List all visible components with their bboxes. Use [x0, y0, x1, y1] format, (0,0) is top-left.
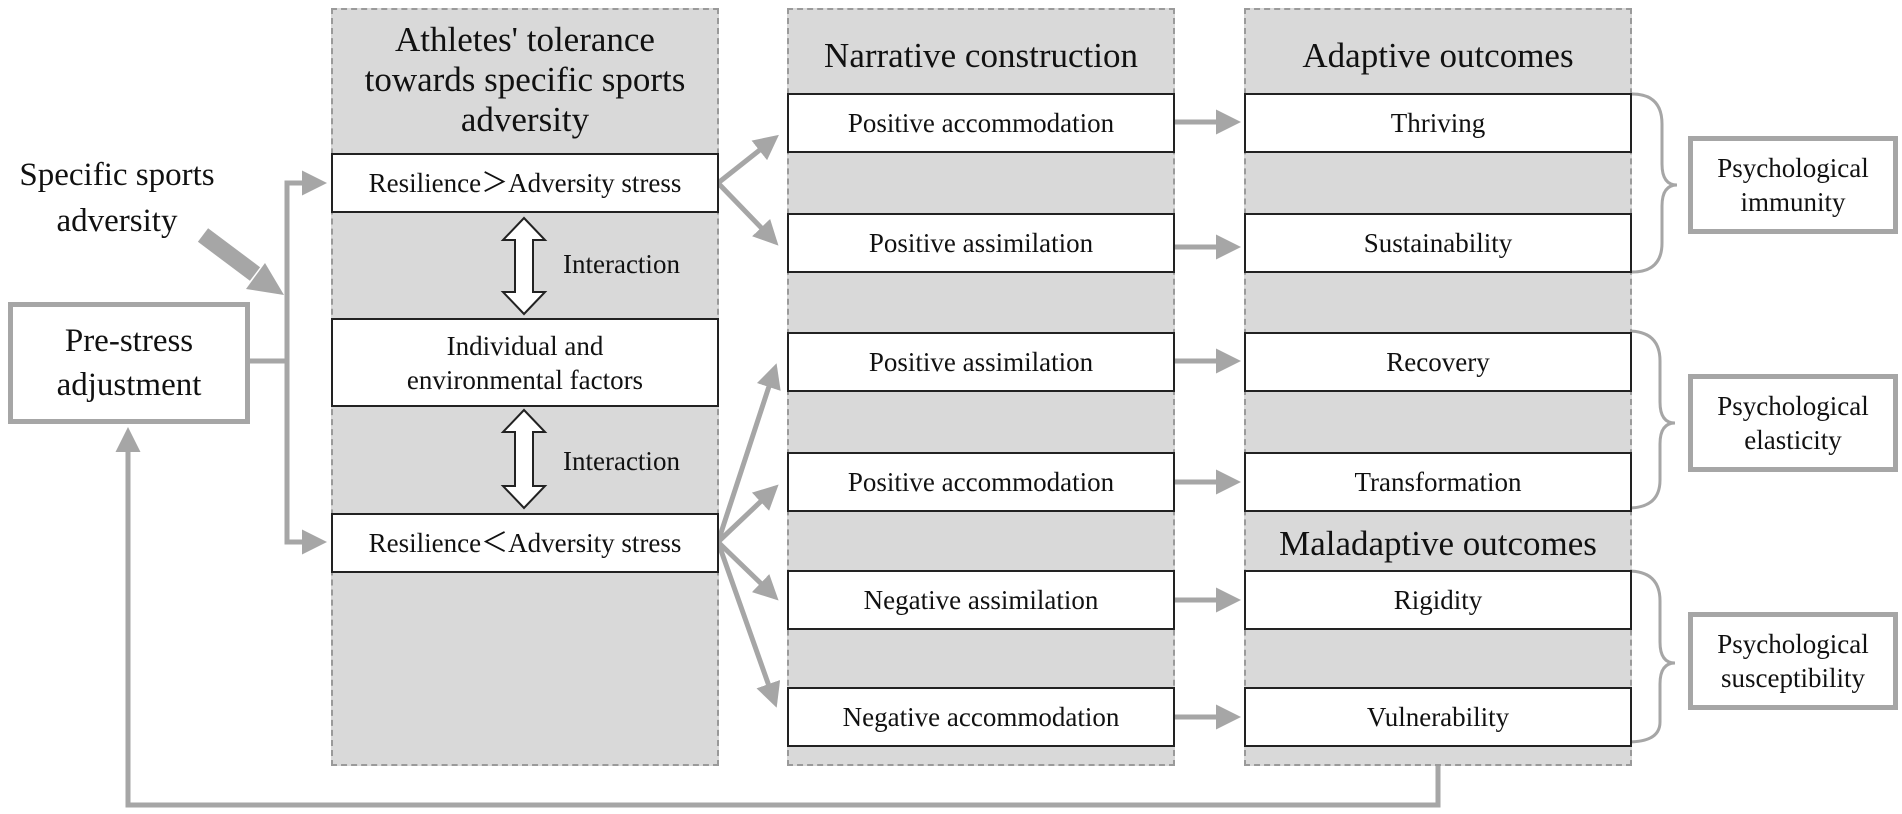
resilience-low-label: Resilience＜Adversity stress — [368, 528, 682, 558]
arrow-high-to-accommodation — [716, 134, 779, 185]
outcome-label: Transformation — [1354, 467, 1522, 497]
narrative-box-3: Positive assimilation — [787, 332, 1175, 392]
group-box-immunity: Psychological immunity — [1688, 136, 1898, 234]
pre-stress-label: Pre-stress adjustment — [56, 323, 202, 403]
tolerance-title: Athletes' tolerance towards specific spo… — [364, 20, 686, 139]
adversity-label: Specific sports adversity — [19, 157, 215, 239]
brace-immunity — [1631, 92, 1678, 274]
narrative-box-1: Positive accommodation — [787, 93, 1175, 153]
narrative-label: Positive accommodation — [847, 467, 1115, 497]
outcome-box-rigidity: Rigidity — [1244, 570, 1632, 630]
connector-pre-stress-low — [284, 361, 327, 555]
interaction-arrow-bottom — [500, 408, 548, 510]
adversity-arrow — [197, 228, 284, 295]
adaptive-outcomes-title: Adaptive outcomes — [1302, 36, 1574, 75]
arrow-low-to-neg-accommodation — [715, 541, 781, 708]
arrow-low-to-neg-assimilation — [716, 540, 779, 601]
narrative-label: Negative accommodation — [842, 702, 1120, 732]
group-label: Psychological elasticity — [1717, 391, 1869, 455]
maladaptive-outcomes-title: Maladaptive outcomes — [1279, 524, 1597, 563]
narrative-box-4: Positive accommodation — [787, 452, 1175, 512]
group-label: Psychological susceptibility — [1717, 629, 1869, 693]
resilience-low-box: Resilience＜Adversity stress — [331, 513, 719, 573]
group-box-elasticity: Psychological elasticity — [1688, 374, 1898, 472]
factors-box: Individual and environmental factors — [331, 318, 719, 407]
outcome-box-recovery: Recovery — [1244, 332, 1632, 392]
outcome-label: Sustainability — [1363, 228, 1513, 258]
outcome-box-vulnerability: Vulnerability — [1244, 687, 1632, 747]
narrative-label: Positive assimilation — [868, 228, 1094, 258]
outcome-box-thriving: Thriving — [1244, 93, 1632, 153]
interaction-label-top: Interaction — [563, 249, 680, 279]
resilience-high-label: Resilience＞Adversity stress — [368, 168, 682, 198]
arrow-low-to-pos-accommodation — [716, 484, 779, 544]
brace-elasticity — [1627, 329, 1676, 510]
arrow-low-to-pos-assimilation — [715, 363, 781, 543]
narrative-box-6: Negative accommodation — [787, 687, 1175, 747]
connector-pre-stress-fork — [250, 170, 327, 364]
narrative-label: Negative assimilation — [863, 585, 1099, 615]
outcome-label: Thriving — [1390, 108, 1486, 138]
narrative-label: Positive assimilation — [868, 347, 1094, 377]
group-label: Psychological immunity — [1717, 153, 1869, 217]
outcome-label: Recovery — [1386, 347, 1490, 377]
arrow-high-to-assimilation — [716, 181, 779, 246]
outcome-label: Vulnerability — [1366, 702, 1510, 732]
narrative-box-2: Positive assimilation — [787, 213, 1175, 273]
interaction-label-bottom: Interaction — [563, 446, 680, 476]
feedback-loop-arrow — [115, 427, 1441, 808]
outcome-box-transformation: Transformation — [1244, 452, 1632, 512]
narrative-title: Narrative construction — [824, 36, 1138, 75]
narrative-label: Positive accommodation — [847, 108, 1115, 138]
group-box-susceptibility: Psychological susceptibility — [1688, 612, 1898, 710]
brace-susceptibility — [1627, 569, 1676, 744]
interaction-arrow-top — [500, 216, 548, 316]
factors-label: Individual and environmental factors — [406, 330, 644, 395]
outcome-box-sustainability: Sustainability — [1244, 213, 1632, 273]
resilience-high-box: Resilience＞Adversity stress — [331, 153, 719, 213]
narrative-box-5: Negative assimilation — [787, 570, 1175, 630]
pre-stress-box: Pre-stress adjustment — [8, 302, 250, 424]
outcome-label: Rigidity — [1393, 585, 1483, 615]
